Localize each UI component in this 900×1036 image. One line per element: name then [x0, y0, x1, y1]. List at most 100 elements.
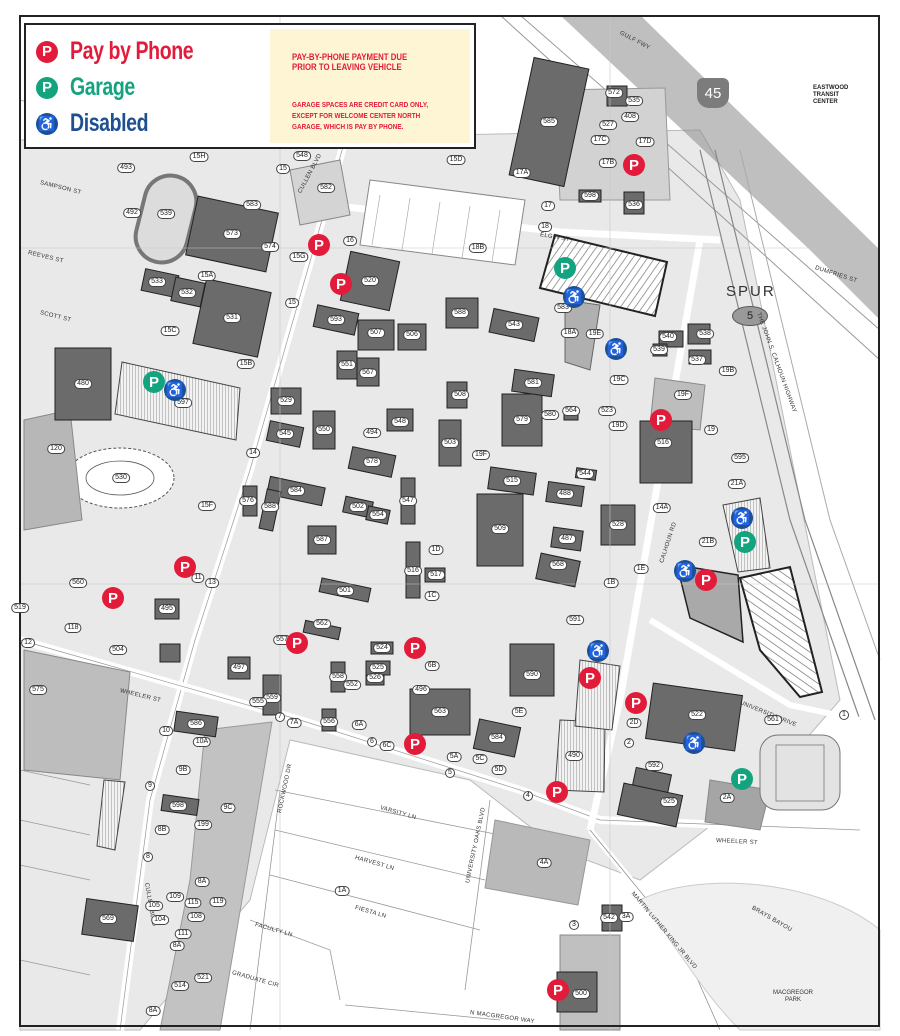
pay-by-phone-marker-icon[interactable]: P [286, 632, 308, 654]
building-label: 1C [424, 591, 440, 601]
building-label: 531 [223, 313, 241, 323]
garage-east [738, 565, 824, 699]
building-label: 545 [276, 429, 294, 439]
pay-by-phone-marker-icon[interactable]: P [308, 234, 330, 256]
pay-by-phone-marker-icon[interactable]: P [579, 667, 601, 689]
disabled-parking-marker-icon[interactable]: ♿ [563, 286, 585, 308]
building-label: 555 [249, 697, 267, 707]
pay-by-phone-marker-icon[interactable]: P [330, 273, 352, 295]
building-525[interactable] [616, 782, 684, 828]
building-label: 517 [427, 570, 445, 580]
building-label: 502 [349, 502, 367, 512]
building-label: 543 [505, 320, 523, 330]
building-528[interactable] [600, 504, 636, 546]
road-university-dr [648, 617, 861, 723]
building-label: 542 [600, 913, 618, 923]
building-label: 509 [491, 524, 509, 534]
building-label: 17A [512, 168, 532, 178]
pay-by-phone-marker-icon[interactable]: P [404, 637, 426, 659]
building-label: 598 [169, 801, 187, 811]
building-label: 588 [451, 308, 469, 318]
building-label: 8 [143, 852, 153, 862]
building-label: 532 [178, 288, 196, 298]
building-label: 572 [605, 88, 623, 98]
building-label: 1B [603, 578, 619, 588]
building-516[interactable] [639, 420, 693, 484]
pay-by-phone-marker-icon[interactable]: P [623, 154, 645, 176]
building-label: 8A [145, 1006, 161, 1016]
disabled-parking-marker-icon[interactable]: ♿ [587, 640, 609, 662]
building-label: 104 [151, 915, 169, 925]
building-label: 540 [659, 332, 677, 342]
pay-by-phone-marker-icon[interactable]: P [404, 733, 426, 755]
pay-by-phone-marker-icon[interactable]: P [625, 692, 647, 714]
disabled-parking-marker-icon[interactable]: ♿ [731, 507, 753, 529]
building-label: 15C [160, 326, 180, 336]
building-label: 16 [343, 236, 357, 246]
building-label: 1A [334, 886, 350, 896]
pay-by-phone-marker-icon[interactable]: P [695, 569, 717, 591]
building-label: 575 [29, 685, 47, 695]
building-label: 1 [839, 710, 849, 720]
building-label: 598 [581, 191, 599, 201]
garage-marker-icon[interactable]: P [143, 371, 165, 393]
lot-9c-8a [159, 721, 273, 1031]
building-label: 497 [230, 663, 248, 673]
building-label: 3 [569, 920, 579, 930]
building-label: 2A [719, 793, 735, 803]
building-label: 15G [289, 252, 309, 262]
garage-marker-icon[interactable]: P [734, 531, 756, 553]
pay-by-phone-marker-icon[interactable]: P [174, 556, 196, 578]
garage-west-cullen [96, 779, 126, 851]
residential-streets [19, 769, 501, 1031]
building-label: 568 [549, 560, 567, 570]
disabled-parking-marker-icon[interactable]: ♿ [605, 338, 627, 360]
building-label: 490 [565, 751, 583, 761]
notice-line-1: PAY-BY-PHONE PAYMENT DUE PRIOR TO LEAVIN… [292, 52, 408, 73]
building-label: 119 [209, 897, 227, 907]
building-label: 595 [731, 453, 749, 463]
road-calhoun-rd [586, 239, 704, 831]
legend-label: Disabled [70, 109, 149, 137]
disabled-parking-marker-icon[interactable]: ♿ [674, 560, 696, 582]
building-label: 524 [373, 643, 391, 653]
disabled-parking-marker-icon[interactable]: ♿ [683, 732, 705, 754]
legend-item-pay-by-phone: P Pay by Phone [36, 37, 228, 66]
pay-by-phone-marker-icon[interactable]: P [546, 781, 568, 803]
lot-575 [23, 649, 131, 781]
pay-by-phone-marker-icon[interactable]: P [650, 409, 672, 431]
building-label: 530 [112, 473, 130, 483]
building-label: 548 [391, 417, 409, 427]
building-label: 521 [194, 973, 212, 983]
building-label: 17D [635, 137, 655, 147]
garage-marker-icon[interactable]: P [554, 257, 576, 279]
interstate-45-shield: 45 [697, 78, 729, 108]
garage-marker-icon[interactable]: P [731, 768, 753, 790]
building-label: 9C [220, 803, 236, 813]
pay-by-phone-marker-icon[interactable]: P [102, 587, 124, 609]
building-label: 21A [727, 479, 747, 489]
building-label: 2D [626, 718, 642, 728]
disabled-parking-marker-icon[interactable]: ♿ [164, 379, 186, 401]
notice-line-2: GARAGE SPACES ARE CREDIT CARD ONLY, EXCE… [292, 100, 429, 131]
building-label: 574 [261, 242, 279, 252]
building-564[interactable] [159, 643, 181, 663]
buildings-layer [54, 56, 744, 1013]
building-568[interactable] [535, 552, 581, 588]
building-label: 567 [359, 368, 377, 378]
building-label: 539 [650, 345, 668, 355]
building-label: 516 [654, 438, 672, 448]
building-label: 6A [351, 720, 367, 730]
pay-by-phone-marker-icon[interactable]: P [547, 979, 569, 1001]
building-label: 12 [21, 638, 35, 648]
building-label: 593 [327, 315, 345, 325]
building-label: 8B [154, 825, 170, 835]
building-label: 562 [313, 619, 331, 629]
building-label: 6 [367, 737, 377, 747]
building-label: 19B [718, 366, 738, 376]
building-label: 5A [446, 752, 462, 762]
building-label: 493 [117, 163, 135, 173]
building-label: 564 [562, 406, 580, 416]
building-label: 591 [566, 615, 584, 625]
building-label: 550 [315, 425, 333, 435]
